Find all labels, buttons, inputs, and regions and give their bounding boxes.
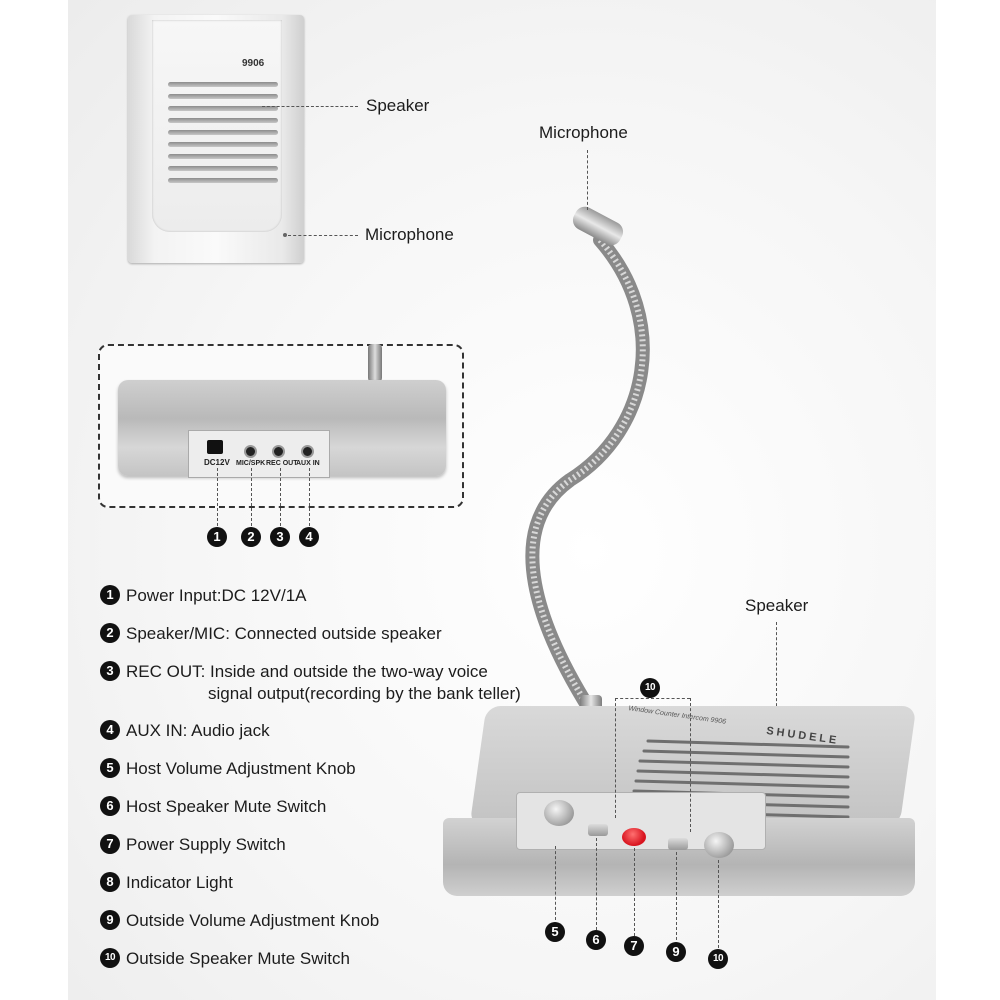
callout-line-7 <box>634 848 635 936</box>
port-label-aux-in: AUX IN <box>296 460 320 467</box>
legend-text: REC OUT: Inside and outside the two-way … <box>126 662 488 681</box>
model-number: 9906 <box>242 58 265 69</box>
legend-item-10: 10 Outside Speaker Mute Switch <box>100 948 350 970</box>
wall-microphone-label: Microphone <box>365 225 454 244</box>
callout-line-1 <box>217 468 218 526</box>
callout-bracket-left <box>615 698 616 818</box>
grille-slot <box>168 154 278 159</box>
callout-line-2 <box>251 468 252 526</box>
legend-item-2: 2 Speaker/MIC: Connected outside speaker <box>100 623 442 645</box>
legend-item-6: 6 Host Speaker Mute Switch <box>100 796 326 818</box>
port-label-rec-out: REC OUT <box>266 460 298 467</box>
legend-item-7: 7 Power Supply Switch <box>100 834 286 856</box>
callout-badge-2: 2 <box>241 527 261 547</box>
legend-text: Indicator Light <box>126 873 233 892</box>
legend-item-3: 3 REC OUT: Inside and outside the two-wa… <box>100 661 521 707</box>
grille-slot <box>168 178 278 183</box>
main-microphone-label: Microphone <box>539 123 628 142</box>
callout-line-5 <box>555 846 556 920</box>
callout-line-4 <box>309 468 310 526</box>
grille-slot <box>168 166 278 171</box>
legend-badge: 10 <box>100 948 120 968</box>
main-speaker-leader-line <box>776 622 777 762</box>
dc-port <box>207 440 223 454</box>
main-mic-leader-line <box>587 150 588 210</box>
legend-text: Outside Speaker Mute Switch <box>126 949 350 968</box>
callout-bracket-right <box>690 698 691 832</box>
port-label-mic-spk: MIC/SPK <box>236 460 266 467</box>
legend-text: Host Speaker Mute Switch <box>126 797 327 816</box>
wall-mic-hole <box>283 233 287 237</box>
legend-text: AUX IN: Audio jack <box>126 721 270 740</box>
gooseneck <box>525 233 650 735</box>
callout-line-9 <box>676 852 677 940</box>
legend-badge: 7 <box>100 834 120 854</box>
legend-badge: 2 <box>100 623 120 643</box>
legend-badge: 5 <box>100 758 120 778</box>
legend-text: Outside Volume Adjustment Knob <box>126 911 380 930</box>
callout-badge-10: 10 <box>708 949 728 969</box>
grille-slot <box>168 118 278 123</box>
outside-volume-knob[interactable] <box>704 832 734 858</box>
legend-item-4: 4 AUX IN: Audio jack <box>100 720 270 742</box>
legend-badge: 6 <box>100 796 120 816</box>
legend-item-5: 5 Host Volume Adjustment Knob <box>100 758 356 780</box>
legend-item-8: 8 Indicator Light <box>100 872 233 894</box>
port-label-dc12v: DC12V <box>204 458 230 467</box>
callout-badge-1: 1 <box>207 527 227 547</box>
rec-out-jack <box>272 445 285 458</box>
host-mute-switch[interactable] <box>588 824 608 836</box>
callout-line-10 <box>718 860 719 948</box>
legend-badge: 1 <box>100 585 120 605</box>
aux-in-jack <box>301 445 314 458</box>
legend-text: Speaker/MIC: Connected outside speaker <box>126 624 442 643</box>
legend-text: Power Supply Switch <box>126 835 286 854</box>
outside-mute-switch[interactable] <box>668 838 688 850</box>
callout-badge-9: 9 <box>666 942 686 962</box>
callout-badge-6: 6 <box>586 930 606 950</box>
callout-badge-5: 5 <box>545 922 565 942</box>
mic-spk-jack <box>244 445 257 458</box>
legend-item-9: 9 Outside Volume Adjustment Knob <box>100 910 379 932</box>
callout-badge-3: 3 <box>270 527 290 547</box>
callout-badge-top-10: 10 <box>640 678 660 698</box>
callout-badge-7: 7 <box>624 936 644 956</box>
callout-bracket <box>615 698 690 699</box>
legend-text: Host Volume Adjustment Knob <box>126 759 356 778</box>
gooseneck-base <box>368 344 382 382</box>
speaker-leader-line <box>262 106 358 107</box>
grille-slot <box>168 94 278 99</box>
main-speaker-label: Speaker <box>745 596 809 615</box>
legend-text-continued: signal output(recording by the bank tell… <box>208 684 521 703</box>
legend-badge: 8 <box>100 872 120 892</box>
callout-badge-4: 4 <box>299 527 319 547</box>
grille-slot <box>168 142 278 147</box>
callout-line-6 <box>596 838 597 930</box>
legend-badge: 4 <box>100 720 120 740</box>
grille-slot <box>168 130 278 135</box>
legend-text: Power Input:DC 12V/1A <box>126 586 307 605</box>
callout-line-3 <box>280 468 281 526</box>
power-switch[interactable] <box>622 828 646 846</box>
host-volume-knob[interactable] <box>544 800 574 826</box>
grille-slot <box>168 106 278 111</box>
grille-slot <box>168 82 278 87</box>
wall-speaker-label: Speaker <box>366 96 430 115</box>
mic-leader-line <box>288 235 358 236</box>
legend-text-block: REC OUT: Inside and outside the two-way … <box>126 661 521 705</box>
legend-item-1: 1 Power Input:DC 12V/1A <box>100 585 306 607</box>
legend-badge: 3 <box>100 661 120 681</box>
wall-speaker-face <box>152 20 282 232</box>
legend-badge: 9 <box>100 910 120 930</box>
